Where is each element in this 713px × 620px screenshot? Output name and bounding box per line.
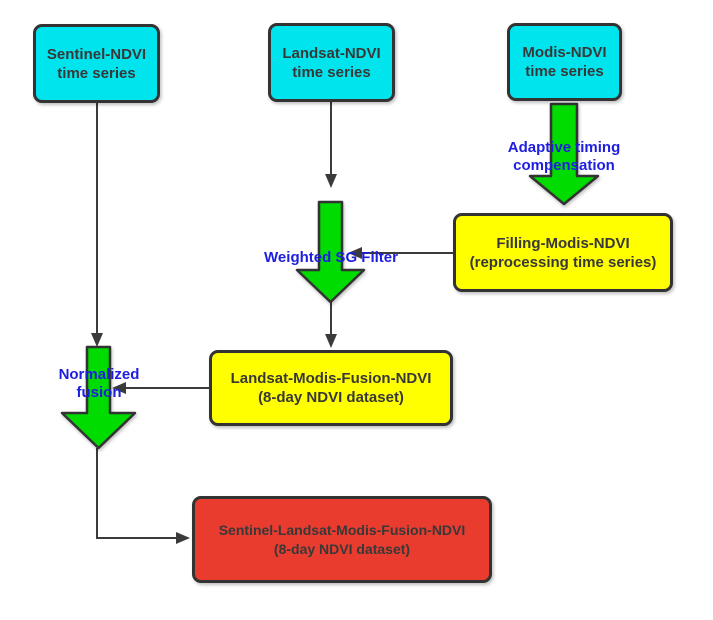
node-filling-modis-ndvi: Filling-Modis-NDVI (reprocessing time se… xyxy=(453,213,673,292)
node-sentinel-ndvi: Sentinel-NDVI time series xyxy=(33,24,160,103)
node-landsat-modis-fusion-ndvi: Landsat-Modis-Fusion-NDVI (8-day NDVI da… xyxy=(209,350,453,426)
block-arrow-adaptive-timing xyxy=(528,102,600,206)
connector-normalized-to-final xyxy=(96,448,190,544)
node-filling-modis-ndvi-line1: Filling-Modis-NDVI xyxy=(496,234,630,252)
connector-filling-to-sgfilter xyxy=(348,247,453,259)
connector-fusion-to-normalized xyxy=(112,382,209,394)
connector-sgfilter-to-fusion xyxy=(325,302,337,348)
node-landsat-ndvi: Landsat-NDVI time series xyxy=(268,23,395,102)
node-modis-ndvi-line2: time series xyxy=(525,63,604,80)
node-final-line1: Sentinel-Landsat-Modis-Fusion-NDVI xyxy=(218,521,466,538)
node-sentinel-ndvi-line2: time series xyxy=(57,64,136,82)
connector-landsat-down xyxy=(325,102,337,188)
connector-sentinel-down xyxy=(91,103,103,347)
node-modis-ndvi-line1: Modis-NDVI xyxy=(522,44,607,61)
node-landsat-ndvi-line1: Landsat-NDVI xyxy=(282,44,381,62)
node-sentinel-landsat-modis-fusion-ndvi: Sentinel-Landsat-Modis-Fusion-NDVI (8-da… xyxy=(192,496,492,583)
node-landsat-ndvi-line2: time series xyxy=(292,63,371,81)
node-modis-ndvi: Modis-NDVI time series xyxy=(507,23,622,101)
node-sentinel-ndvi-line1: Sentinel-NDVI xyxy=(46,45,147,63)
block-arrow-weighted-sg-filter xyxy=(295,200,366,304)
node-landsat-modis-fusion-ndvi-line2: (8-day NDVI dataset) xyxy=(258,389,404,406)
block-arrow-normalized-fusion xyxy=(60,345,137,450)
node-landsat-modis-fusion-ndvi-line1: Landsat-Modis-Fusion-NDVI xyxy=(230,370,432,387)
node-filling-modis-ndvi-line2: (reprocessing time series) xyxy=(469,253,657,271)
node-final-line2: (8-day NDVI dataset) xyxy=(273,540,411,557)
